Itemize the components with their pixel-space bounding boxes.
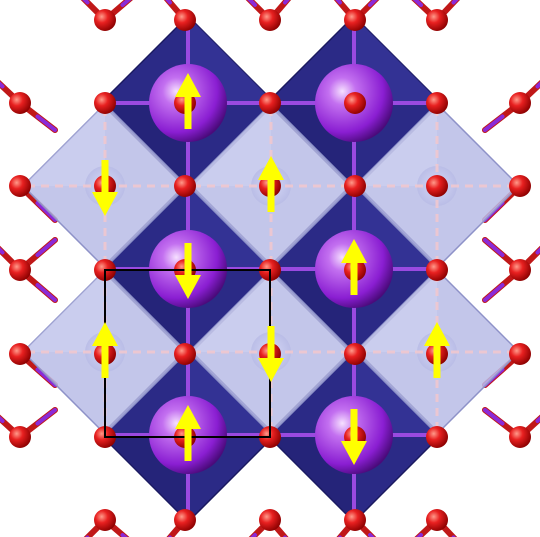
bond	[35, 201, 57, 222]
oxygen-atom	[94, 9, 116, 31]
oxygen-atom	[509, 259, 531, 281]
spin-arrow-layer	[92, 73, 450, 465]
oxygen-atom	[9, 426, 31, 448]
bond	[0, 247, 5, 255]
spin-down-arrow	[341, 409, 367, 465]
oxygen-atom	[509, 175, 531, 197]
bond	[483, 408, 505, 426]
bond	[82, 0, 90, 5]
oxygen-atom	[9, 92, 31, 114]
oxygen-atom	[509, 426, 531, 448]
oxygen-atom	[174, 175, 196, 197]
spin-up-arrow	[424, 322, 450, 378]
spin-arrow-head	[92, 192, 118, 216]
octahedron-facet	[23, 270, 105, 352]
oxygen-atom	[94, 509, 116, 531]
oxygen-atom	[426, 426, 448, 448]
oxygen-atom	[509, 92, 531, 114]
oxygen-atom	[9, 343, 31, 365]
octahedron-facet	[189, 104, 271, 186]
bond	[0, 416, 5, 423]
spin-down-arrow	[175, 243, 201, 299]
bond	[368, 0, 378, 7]
bond	[0, 81, 5, 89]
spin-arrow-head	[341, 441, 367, 465]
spin-up-arrow	[175, 405, 201, 461]
spin-up-arrow	[258, 156, 284, 212]
bond	[451, 0, 459, 5]
spin-arrow-head	[175, 73, 201, 97]
oxygen-atom	[344, 92, 366, 114]
bond	[483, 114, 505, 132]
spin-down-arrow	[258, 326, 284, 382]
oxygen-atom	[259, 92, 281, 114]
oxygen-atom	[174, 509, 196, 531]
spin-up-arrow	[92, 322, 118, 378]
bond	[35, 283, 57, 302]
oxygen-atom	[426, 175, 448, 197]
spin-arrow-head	[175, 405, 201, 429]
octahedron-facet	[189, 270, 271, 352]
spin-arrow-head	[424, 322, 450, 346]
octahedron-facet	[355, 270, 437, 352]
spin-arrow-head	[92, 322, 118, 346]
oxygen-atom	[9, 175, 31, 197]
spin-up-arrow	[175, 73, 201, 129]
oxygen-atom	[344, 509, 366, 531]
octahedron-facet	[23, 104, 105, 186]
oxygen-atom	[344, 343, 366, 365]
oxygen-atom	[426, 259, 448, 281]
oxygen-atom	[426, 509, 448, 531]
bond	[412, 0, 423, 7]
oxygen-atom	[426, 92, 448, 114]
bond	[165, 0, 172, 5]
bond	[35, 114, 57, 132]
bond	[120, 0, 132, 7]
bond	[35, 367, 57, 387]
oxygen-atom	[174, 343, 196, 365]
octahedron-facet	[355, 104, 437, 186]
bond	[483, 238, 505, 257]
oxygen-atom	[259, 9, 281, 31]
spin-down-arrow	[92, 160, 118, 216]
bond	[335, 0, 342, 5]
spin-arrow-head	[341, 239, 367, 263]
spin-arrow-head	[258, 358, 284, 382]
bond	[35, 408, 57, 426]
bond	[247, 0, 257, 7]
spin-up-arrow	[341, 239, 367, 295]
spin-arrow-head	[258, 156, 284, 180]
spin-arrow-head	[175, 275, 201, 299]
oxygen-atom	[94, 92, 116, 114]
oxygen-atom	[174, 9, 196, 31]
bond	[483, 283, 505, 302]
oxygen-atom	[344, 9, 366, 31]
bond	[283, 0, 290, 5]
oxygen-atom-layer	[9, 9, 531, 531]
bond	[35, 238, 57, 257]
oxygen-atom	[426, 9, 448, 31]
oxygen-atom	[344, 175, 366, 197]
oxygen-atom	[509, 343, 531, 365]
oxygen-atom	[259, 509, 281, 531]
oxygen-atom	[9, 259, 31, 281]
